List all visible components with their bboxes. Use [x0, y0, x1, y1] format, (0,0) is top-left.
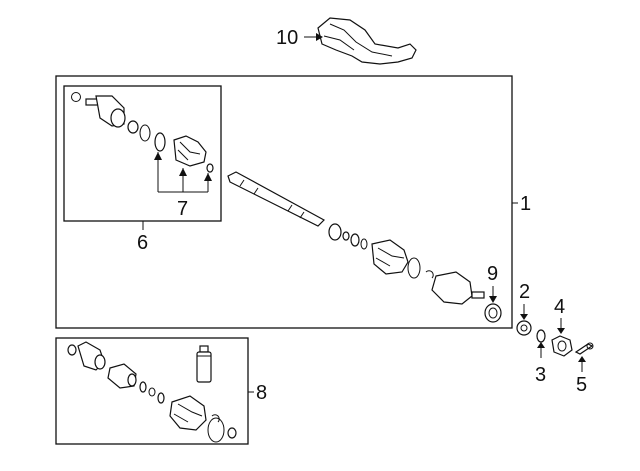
- washer-part: [516, 320, 532, 336]
- callout-5-label: 5: [576, 374, 587, 396]
- callout-3-label: 3: [535, 364, 546, 386]
- cotter-pin-part: [574, 342, 594, 355]
- callout-1-label: 1: [520, 193, 531, 215]
- repair-kit-parts: [67, 341, 237, 443]
- boot-clamp-part: [154, 132, 166, 152]
- inner-joint-housing-part: [431, 271, 473, 305]
- axle-nut-part: [551, 335, 573, 357]
- hub-bearing-seal-part: [484, 303, 502, 323]
- callout-8-label: 8: [256, 382, 267, 404]
- callout-7-label: 7: [177, 198, 188, 220]
- lock-washer-part: [536, 329, 546, 343]
- outer-joint-inset-parts: [71, 92, 214, 173]
- callout-9-arrowhead: [489, 296, 497, 303]
- heat-shield-part: [317, 17, 417, 65]
- callout-10-label: 10: [276, 27, 298, 49]
- callout-9-label: 9: [487, 263, 498, 285]
- callout-7-bracket: [154, 152, 212, 193]
- callout-2-label: 2: [519, 281, 530, 303]
- repair-kit-frame: [55, 337, 249, 445]
- callout-6-label: 6: [137, 232, 148, 254]
- callout-10-arrowhead: [316, 33, 323, 41]
- snap-ring-part: [71, 92, 81, 102]
- grease-tube-part: [196, 345, 212, 383]
- inner-cv-boot-part: [371, 239, 409, 275]
- axle-assembly-frame: [55, 75, 513, 329]
- callout-4-label: 4: [554, 296, 565, 318]
- axle-shaft-part: [227, 171, 485, 305]
